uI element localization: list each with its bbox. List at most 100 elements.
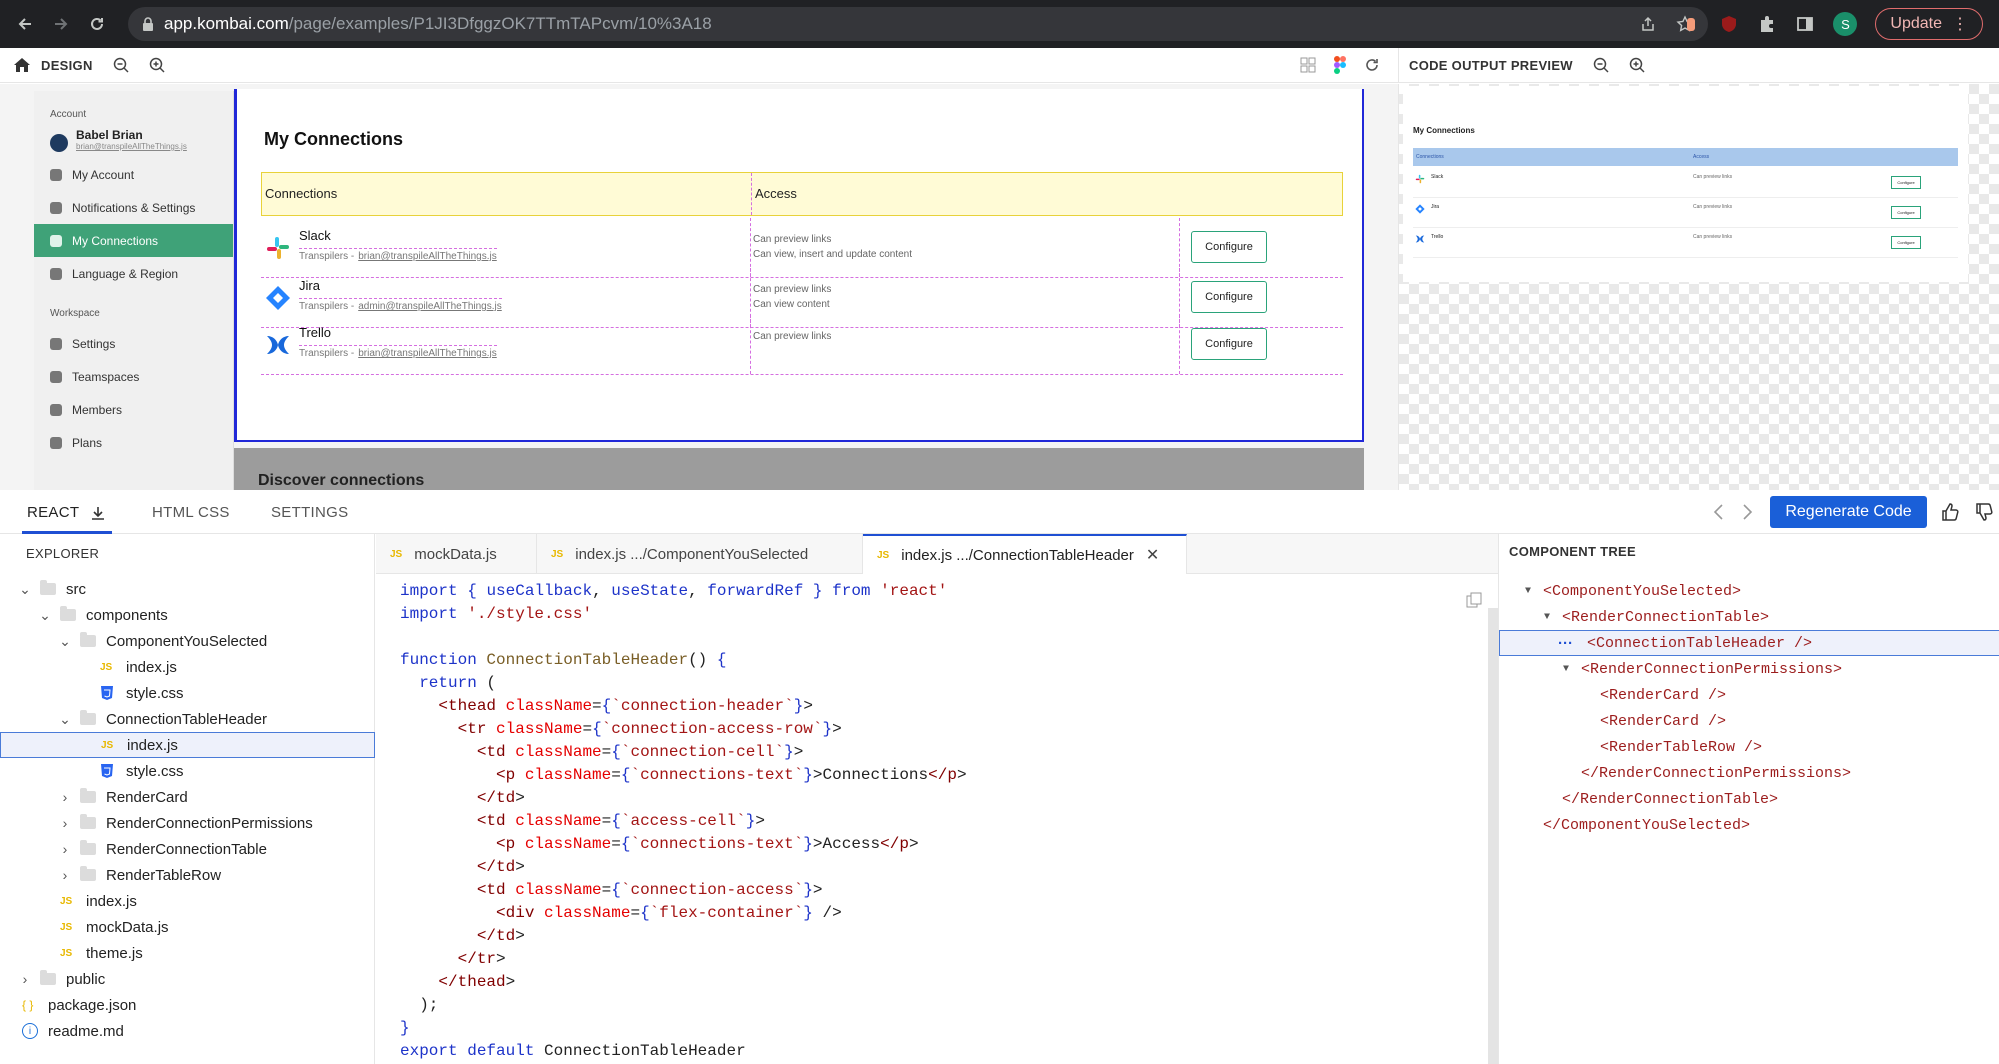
component-tree-node[interactable]: </ComponentYouSelected> — [1499, 812, 1999, 838]
thumbs-up-icon[interactable] — [1940, 502, 1960, 522]
home-icon[interactable] — [13, 57, 31, 73]
layout-grid-icon[interactable] — [1300, 57, 1316, 73]
chevron-down-icon[interactable]: ⌄ — [59, 710, 71, 727]
mock-menu-item[interactable]: Notifications & Settings — [34, 191, 233, 224]
explorer-item[interactable]: { }package.json — [0, 992, 375, 1018]
chevron-right-icon[interactable]: › — [62, 815, 68, 831]
chevron-down-icon[interactable]: ⌄ — [59, 632, 71, 649]
component-tree-node[interactable]: </RenderConnectionTable> — [1499, 786, 1999, 812]
configure-button[interactable]: Configure — [1191, 231, 1267, 263]
explorer-item[interactable]: ⌄src — [0, 576, 375, 602]
chevron-down-icon[interactable]: ▼ — [1544, 611, 1551, 623]
editor-scrollbar[interactable] — [1488, 608, 1498, 1064]
ublock-icon[interactable] — [1719, 14, 1739, 34]
mock-workspace-item[interactable]: Members — [34, 393, 233, 426]
component-tree-panel: COMPONENT TREE ▼<ComponentYouSelected>▼<… — [1498, 534, 1999, 1064]
chevron-right-icon[interactable]: › — [22, 971, 28, 987]
code-line: <p className={`connections-text`}>Connec… — [496, 766, 967, 784]
configure-button[interactable]: Configure — [1191, 328, 1267, 360]
figma-icon[interactable] — [1334, 56, 1346, 74]
preview-zoom-in-icon[interactable] — [1629, 57, 1645, 73]
side-panel-icon[interactable] — [1795, 14, 1815, 34]
thumbs-down-icon[interactable] — [1974, 502, 1994, 522]
chevron-down-icon[interactable]: ▼ — [1525, 585, 1532, 597]
component-tree-node[interactable]: <RenderTableRow /> — [1499, 734, 1999, 760]
profile-avatar[interactable]: S — [1833, 12, 1858, 36]
component-tree-node[interactable]: ▼<RenderConnectionTable> — [1499, 604, 1999, 630]
more-horiz-icon[interactable]: ··· — [1558, 634, 1573, 652]
explorer-item[interactable]: ⌄ConnectionTableHeader — [0, 706, 375, 732]
preview-zoom-out-icon[interactable] — [1593, 57, 1609, 73]
tab-settings[interactable]: SETTINGS — [271, 504, 349, 521]
reload-icon[interactable] — [86, 13, 108, 35]
component-tree-label: <ConnectionTableHeader /> — [1587, 634, 1813, 652]
tab-html-css[interactable]: HTML CSS — [152, 504, 230, 521]
explorer-item[interactable]: ⌄ComponentYouSelected — [0, 628, 375, 654]
chevron-down-icon[interactable]: ⌄ — [39, 606, 51, 623]
download-icon[interactable] — [90, 505, 106, 521]
explorer-item[interactable]: style.css — [0, 680, 375, 706]
back-icon[interactable] — [14, 13, 36, 35]
mock-workspace-item[interactable]: Settings — [34, 327, 233, 360]
component-tree-node[interactable]: ▼<ComponentYouSelected> — [1499, 578, 1999, 604]
chevron-right-icon[interactable]: › — [62, 789, 68, 805]
next-arrow-icon[interactable] — [1740, 503, 1754, 521]
mock-workspace-item[interactable]: Teamspaces — [34, 360, 233, 393]
component-tree-node[interactable]: <RenderCard /> — [1499, 708, 1999, 734]
prev-arrow-icon[interactable] — [1712, 503, 1726, 521]
explorer-item[interactable]: ›RenderConnectionTable — [0, 836, 375, 862]
extension-bottle-icon[interactable] — [1681, 14, 1701, 34]
component-tree-node[interactable]: ▼<RenderConnectionPermissions> — [1499, 656, 1999, 682]
slack-logo-icon — [265, 235, 291, 261]
extensions-puzzle-icon[interactable] — [1757, 14, 1777, 34]
zoom-out-icon[interactable] — [113, 57, 129, 73]
address-bar[interactable]: app.kombai.com/page/examples/P1JI3DfggzO… — [128, 7, 1708, 41]
mock-menu-item[interactable]: My Connections — [34, 224, 233, 257]
chevron-right-icon[interactable]: › — [62, 841, 68, 857]
explorer-item[interactable]: ›RenderTableRow — [0, 862, 375, 888]
explorer-item[interactable]: ›RenderConnectionPermissions — [0, 810, 375, 836]
mock-menu-item[interactable]: My Account — [34, 158, 233, 191]
zoom-in-icon[interactable] — [149, 57, 165, 73]
component-tree-node[interactable]: <RenderCard /> — [1499, 682, 1999, 708]
mock-menu-item[interactable]: Language & Region — [34, 257, 233, 290]
code-content[interactable]: import { useCallback, useState, forwardR… — [400, 580, 967, 1063]
share-icon[interactable] — [1640, 16, 1656, 32]
mock-workspace-item[interactable]: Plans — [34, 426, 233, 459]
refresh-icon[interactable] — [1364, 57, 1380, 73]
update-label: Update — [1890, 15, 1942, 32]
explorer-item[interactable]: ›public — [0, 966, 375, 992]
update-button[interactable]: Update⋮ — [1875, 8, 1983, 40]
design-canvas[interactable]: Account Babel Brian brian@transpileAllTh… — [0, 84, 1398, 490]
chevron-down-icon[interactable]: ⌄ — [19, 580, 31, 597]
code-line: import { useCallback, useState, forwardR… — [400, 582, 948, 600]
lock-icon — [143, 17, 153, 31]
table-header[interactable]: Connections Access — [261, 172, 1343, 216]
code-line: export default ConnectionTableHeader — [400, 1042, 746, 1060]
component-tree-node[interactable]: ··· <ConnectionTableHeader /> — [1499, 630, 1999, 656]
explorer-item[interactable]: ›RenderCard — [0, 784, 375, 810]
copy-icon[interactable] — [1466, 592, 1482, 608]
component-tree-node[interactable]: </RenderConnectionPermissions> — [1499, 760, 1999, 786]
forward-icon[interactable] — [50, 13, 72, 35]
explorer-item[interactable]: ⌄components — [0, 602, 375, 628]
explorer-item[interactable]: style.css — [0, 758, 375, 784]
configure-button[interactable]: Configure — [1191, 281, 1267, 313]
regenerate-code-button[interactable]: Regenerate Code — [1770, 496, 1927, 528]
connection-email: admin@transpileAllTheThings.js — [358, 301, 502, 312]
tab-react[interactable]: REACT — [27, 504, 80, 521]
chevron-right-icon[interactable]: › — [62, 867, 68, 883]
close-tab-icon[interactable]: ✕ — [1145, 547, 1160, 564]
chevron-down-icon[interactable]: ▼ — [1563, 663, 1570, 675]
